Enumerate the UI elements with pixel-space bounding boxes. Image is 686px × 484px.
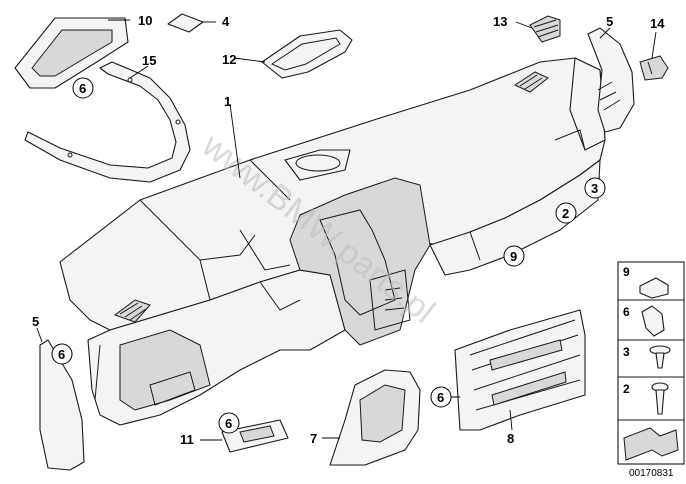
callout-circle-6-mid [218, 412, 240, 434]
callout-6-left[interactable]: 6 [58, 347, 65, 362]
leader-lines [36, 19, 657, 441]
callout-circle-9 [503, 245, 525, 267]
trim-frame-part-10[interactable] [14, 17, 129, 89]
dashboard-panel[interactable] [59, 57, 606, 426]
callout-circle-2 [555, 202, 577, 224]
callout-3[interactable]: 3 [591, 181, 598, 196]
hardware-legend: 9 6 3 2 [617, 261, 685, 465]
screw-long-icon [651, 382, 669, 415]
arrow-icon[interactable] [623, 427, 679, 461]
callout-12[interactable]: 12 [222, 52, 236, 67]
diagram-code: 00170831 [629, 468, 674, 479]
legend-num-9: 9 [623, 265, 630, 279]
screw-short-icon [649, 345, 671, 369]
callout-6-right[interactable]: 6 [437, 390, 444, 405]
callout-2[interactable]: 2 [562, 206, 569, 221]
callout-5-right[interactable]: 5 [606, 14, 613, 29]
panel-part-11[interactable] [221, 419, 289, 453]
pad-part-4[interactable] [167, 13, 204, 33]
legend-num-2: 2 [623, 382, 630, 396]
control-panel-part-8[interactable] [454, 309, 586, 431]
callout-circle-6-right [430, 386, 452, 408]
callout-10[interactable]: 10 [138, 13, 152, 28]
callout-8[interactable]: 8 [507, 431, 514, 446]
callout-circle-6-top [72, 77, 94, 99]
legend-num-3: 3 [623, 345, 630, 359]
side-cover-right-part-5[interactable] [587, 27, 635, 133]
callout-7[interactable]: 7 [310, 431, 317, 446]
speaker-grille-part-12[interactable] [261, 29, 353, 79]
bracket-part-15[interactable] [24, 61, 191, 183]
vent-part-13[interactable] [529, 15, 561, 43]
callout-14[interactable]: 14 [650, 16, 665, 31]
callout-15[interactable]: 15 [142, 53, 156, 68]
callout-4[interactable]: 4 [222, 14, 230, 29]
clip-nut-icon [639, 277, 669, 299]
callout-11[interactable]: 11 [180, 432, 194, 447]
callouts: 10 4 12 15 1 13 5 14 5 11 7 8 6 6 6 6 3 … [32, 13, 665, 447]
callout-6-top[interactable]: 6 [79, 81, 86, 96]
callout-5-left[interactable]: 5 [32, 314, 39, 329]
callout-1[interactable]: 1 [224, 94, 231, 109]
callout-9[interactable]: 9 [510, 249, 517, 264]
callout-6-mid[interactable]: 6 [225, 416, 232, 431]
center-bezel-part-7[interactable] [329, 369, 421, 466]
callout-circle-6-left [51, 343, 73, 365]
callout-circle-3 [584, 177, 606, 199]
callout-13[interactable]: 13 [493, 14, 507, 29]
legend-num-6: 6 [623, 305, 630, 319]
clip-part-14[interactable] [639, 55, 669, 81]
spring-clip-icon [641, 305, 665, 337]
